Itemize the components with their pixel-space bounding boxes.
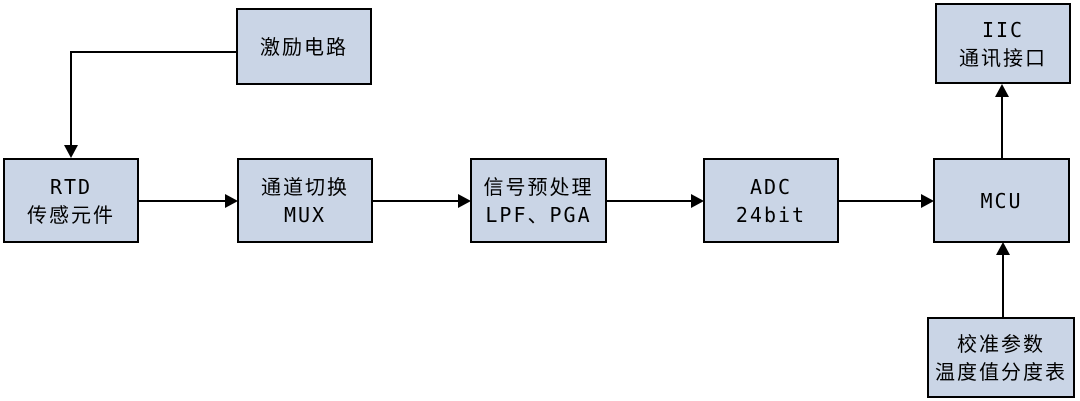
node-channel-mux: 通道切换 MUX [237,158,373,243]
node-calibration-table: 校准参数 温度值分度表 [927,317,1075,398]
node-label: 通道切换 [261,174,349,199]
node-label: RTD [49,174,93,199]
connector-arrowheads [64,84,1010,255]
connector-lines [70,51,1004,317]
node-label: IIC [981,17,1025,42]
node-label: MUX [283,202,327,227]
node-excitation-circuit: 激励电路 [236,8,372,85]
node-label: LPF、PGA [485,202,592,227]
arrowhead-right-mcu [921,194,934,208]
arrowhead-up-mcu [996,242,1010,255]
node-adc-24bit: ADC 24bit [703,158,839,243]
node-mcu: MCU [933,158,1070,243]
node-label: 校准参数 [957,331,1045,356]
arrowhead-right-mux [225,194,238,208]
node-label: 温度值分度表 [935,359,1067,384]
node-label: 信号预处理 [483,174,594,199]
arrowhead-right-adc [691,194,704,208]
arrowhead-down-rtd [64,145,78,158]
arrowhead-up-iic [995,84,1009,97]
edge-excitation-to-rtd [70,51,236,150]
node-rtd-sensor: RTD 传感元件 [3,158,139,243]
node-label: ADC [749,174,793,199]
node-label: MCU [980,188,1023,213]
node-label: 激励电路 [260,34,348,59]
node-label: 通讯接口 [959,45,1047,70]
arrowhead-right-preprocess [458,194,471,208]
node-signal-preprocessing: 信号预处理 LPF、PGA [470,158,607,243]
node-label: 24bit [735,202,807,227]
node-label: 传感元件 [27,202,115,227]
node-iic-interface: IIC 通讯接口 [935,3,1071,84]
